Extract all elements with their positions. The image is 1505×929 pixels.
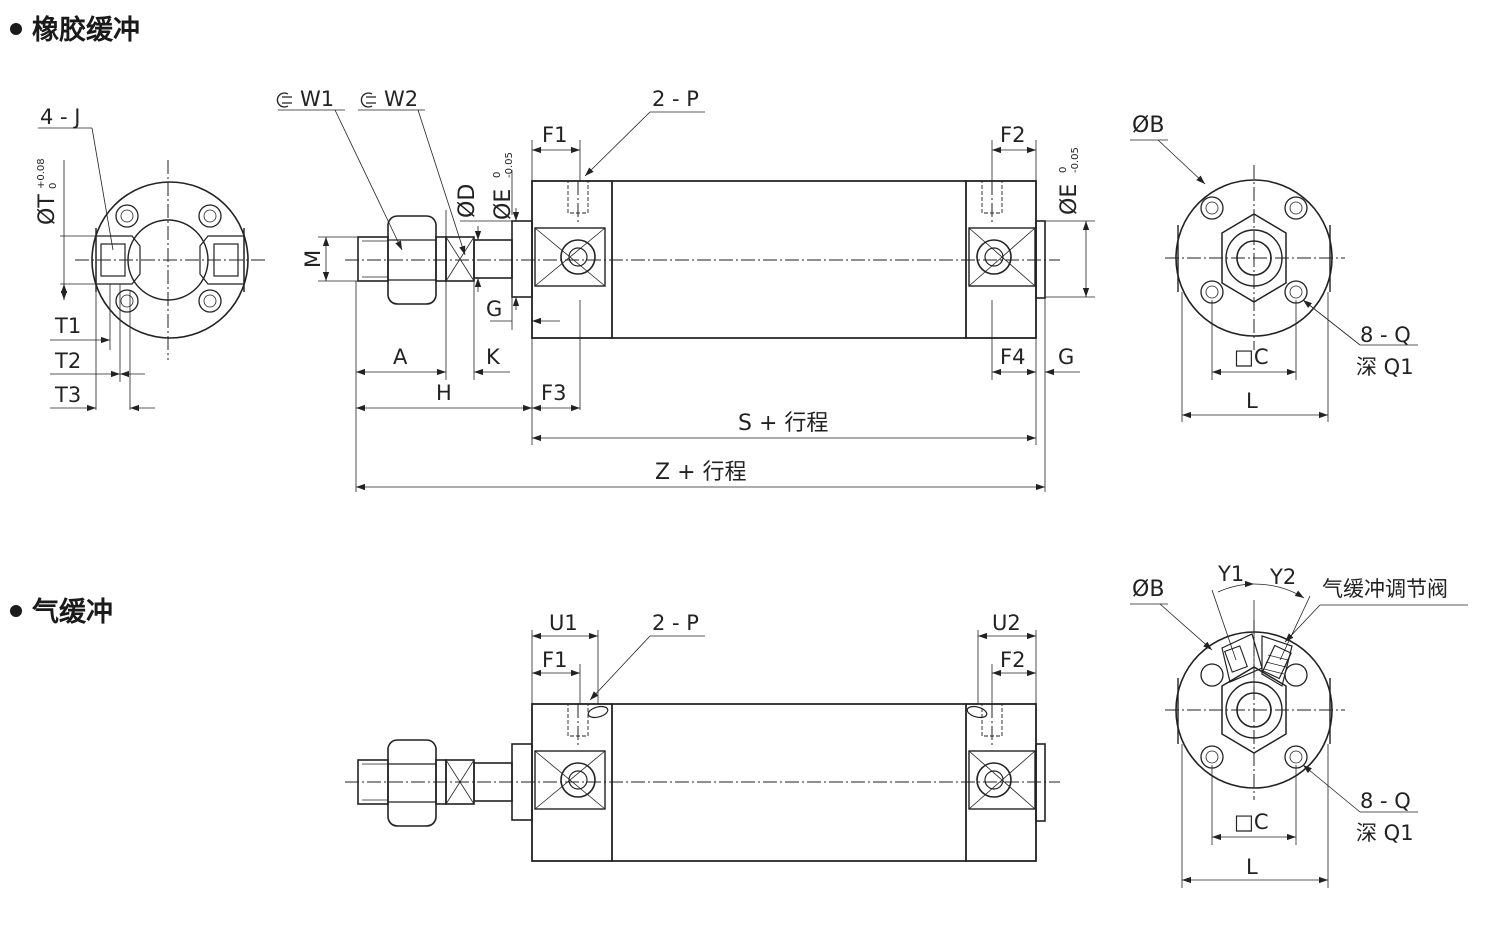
label-2-p-air: 2 - P [652, 611, 699, 635]
front-end-view [38, 127, 265, 412]
label-m: M [301, 250, 325, 268]
label-z-stroke: Z + 行程 [655, 460, 747, 485]
bullet-icon [10, 604, 22, 617]
bullet-icon [10, 22, 22, 35]
label-l: L [1246, 389, 1258, 413]
label-h: H [436, 381, 452, 405]
label-f1-air: F1 [542, 648, 567, 672]
label-f4: F4 [1000, 345, 1025, 369]
svg-text:0: 0 [48, 183, 59, 189]
label-s-stroke: S + 行程 [738, 411, 828, 436]
label-f1: F1 [542, 123, 567, 147]
label-k: K [486, 345, 501, 369]
label-g-left: G [486, 297, 502, 321]
side-view-rubber [278, 109, 1095, 492]
label-u1: U1 [549, 611, 578, 635]
section-title-text: 橡胶缓冲 [32, 15, 140, 46]
label-c-square: □C [1234, 345, 1269, 369]
label-f2-air: F2 [1000, 648, 1025, 672]
label-y1: Y1 [1217, 562, 1244, 586]
rear-end-view-air [1130, 580, 1468, 888]
label-b-diameter: ØB [1132, 113, 1164, 138]
side-view-air [345, 630, 1060, 862]
label-t1: T1 [54, 314, 81, 338]
label-y2: Y2 [1269, 565, 1296, 589]
label-depth-q1-air: 深 Q1 [1356, 821, 1414, 845]
label-u2: U2 [992, 611, 1021, 635]
label-e-diameter-left: ØE 0 -0.05 [491, 152, 516, 220]
label-t2: T2 [54, 349, 81, 373]
section-title-text: 气缓冲 [32, 597, 113, 628]
svg-text:ØT: ØT [35, 194, 60, 225]
label-cushion-valve: 气缓冲调节阀 [1322, 577, 1448, 601]
label-f2: F2 [1000, 123, 1025, 147]
label-l-air: L [1246, 855, 1258, 879]
label-b-diameter-air: ØB [1132, 577, 1164, 602]
svg-text:-0.05: -0.05 [1070, 147, 1081, 173]
svg-text:ØE: ØE [1057, 184, 1082, 215]
wrench-icon [360, 92, 376, 108]
label-8-q-air: 8 - Q [1360, 789, 1411, 813]
label-t3: T3 [54, 383, 81, 407]
label-e-diameter-right: ØE 0 -0.05 [1057, 147, 1082, 215]
svg-text:0: 0 [1058, 167, 1069, 173]
label-d-diameter: ØD [455, 184, 480, 218]
label-t-diameter: ØT +0.08 0 [35, 158, 60, 225]
label-w2: W2 [384, 87, 418, 111]
svg-text:+0.08: +0.08 [36, 158, 47, 189]
svg-text:0: 0 [492, 172, 503, 178]
svg-text:ØE: ØE [491, 189, 516, 220]
label-depth-q1: 深 Q1 [1356, 355, 1414, 379]
label-w1: W1 [300, 87, 334, 111]
section-title-rubber-cushion: 橡胶缓冲 [10, 8, 140, 47]
label-4-j: 4 - J [40, 105, 80, 129]
label-8-q: 8 - Q [1360, 323, 1411, 347]
section-title-air-cushion: 气缓冲 [10, 590, 113, 629]
wrench-icon [276, 92, 292, 108]
rear-end-view-rubber [1130, 139, 1418, 422]
label-a: A [393, 345, 408, 369]
svg-text:-0.05: -0.05 [504, 152, 515, 178]
label-g-right: G [1058, 345, 1074, 369]
label-2-p: 2 - P [652, 87, 699, 111]
label-f3: F3 [541, 381, 566, 405]
label-c-square-air: □C [1234, 810, 1269, 834]
